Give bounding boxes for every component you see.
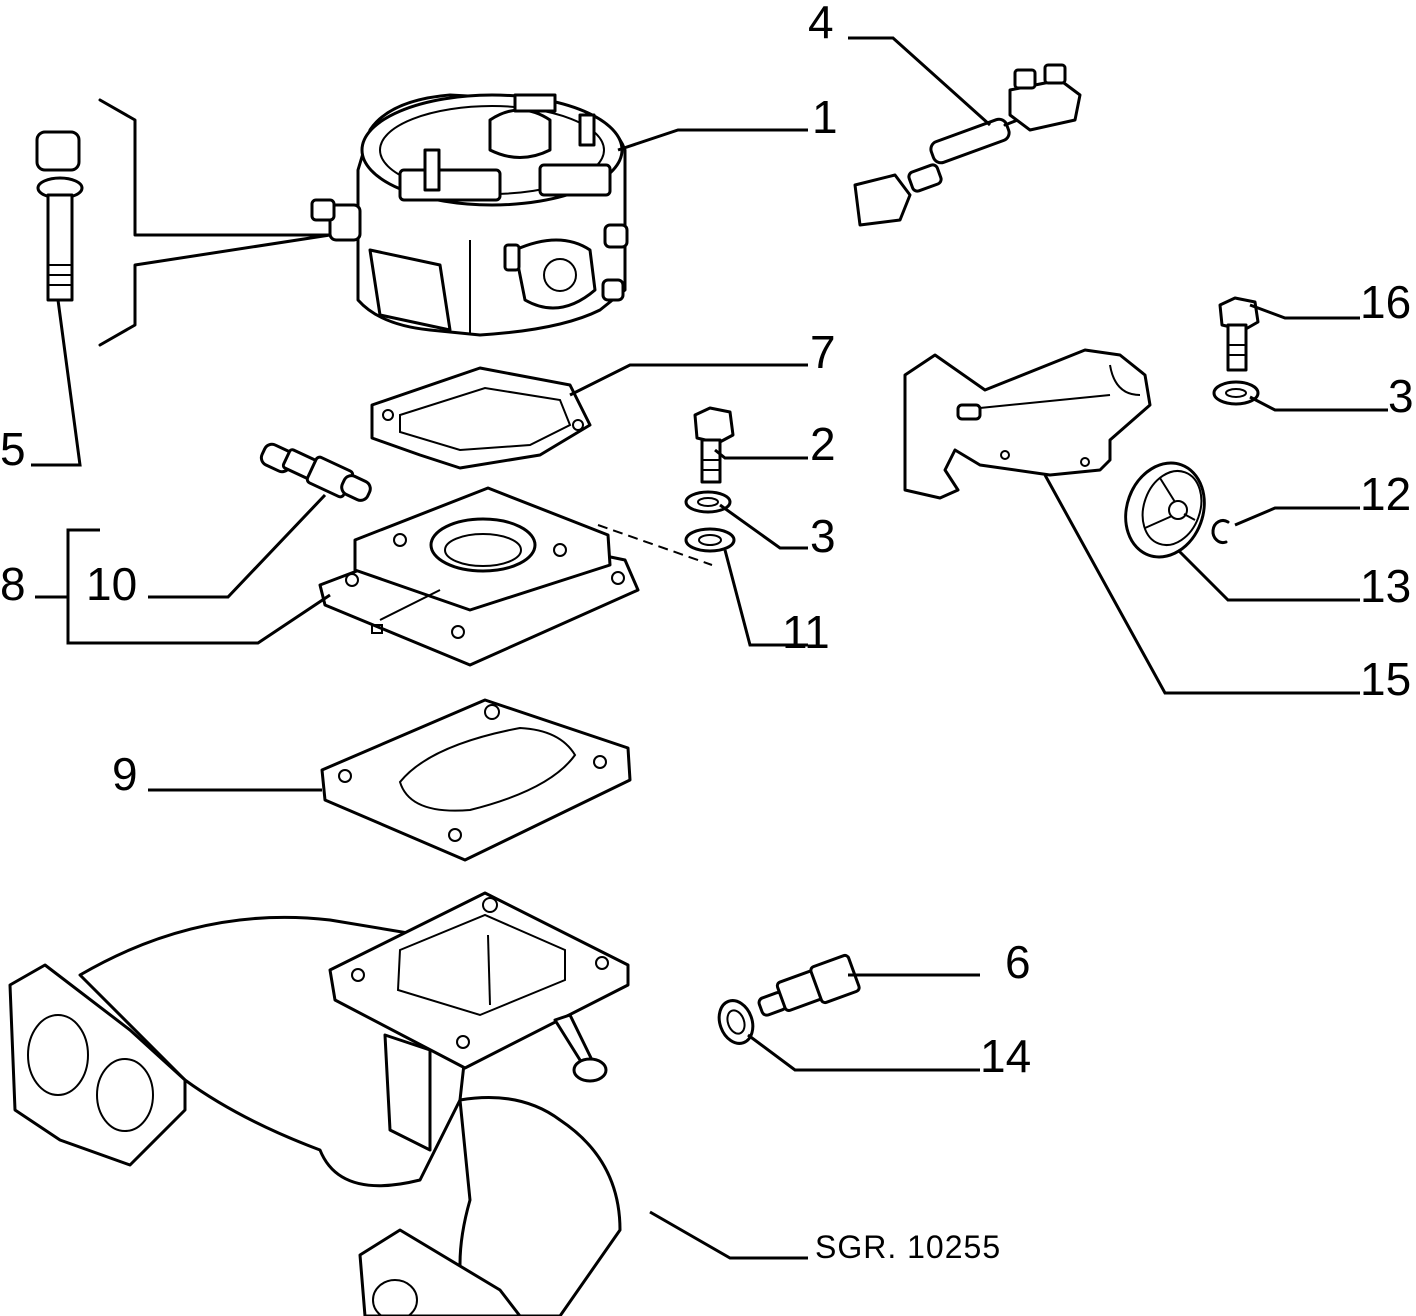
part-4-sensor-cable xyxy=(853,63,1082,227)
part-2-bolt xyxy=(693,406,735,484)
bracket-lower xyxy=(98,233,332,347)
dashed-assembly-line xyxy=(597,524,713,566)
callout-2: 2 xyxy=(810,418,836,470)
part-15-bracket xyxy=(903,348,1152,500)
part-14-washer xyxy=(717,999,755,1045)
part-7-gasket xyxy=(370,366,592,470)
callout-11: 11 xyxy=(782,606,830,658)
callout-9: 9 xyxy=(112,748,138,800)
callout-5: 5 xyxy=(0,423,26,475)
callout-3b: 3 xyxy=(1388,370,1414,422)
part-1-throttle-body xyxy=(310,93,629,337)
callout-labels: 4 1 5 7 2 3 11 8 10 9 16 3 12 13 15 6 14… xyxy=(0,0,1414,1265)
part-12-clip xyxy=(1211,519,1230,544)
part-9-flange-gasket xyxy=(320,698,632,862)
callout-15: 15 xyxy=(1360,653,1411,705)
callout-6: 6 xyxy=(1005,936,1031,988)
callout-10: 10 xyxy=(86,558,137,610)
part-3-washer-right xyxy=(1212,380,1260,406)
callout-8: 8 xyxy=(0,558,26,610)
callout-4: 4 xyxy=(808,0,834,48)
part-10-fitting xyxy=(259,442,372,502)
bracket-upper xyxy=(98,98,332,237)
callout-1: 1 xyxy=(812,91,838,143)
callout-7: 7 xyxy=(810,326,836,378)
part-8-spacer-block xyxy=(318,486,640,667)
part-6-sensor xyxy=(757,953,861,1017)
part-5-long-bolt xyxy=(35,130,84,302)
part-3-washer xyxy=(684,490,732,514)
reference-code: SGR. 10255 xyxy=(815,1229,1001,1265)
part-16-bolt xyxy=(1218,296,1260,372)
intake-manifold xyxy=(8,891,630,1316)
callout-3a: 3 xyxy=(810,510,836,562)
callout-16: 16 xyxy=(1360,276,1411,328)
leader-lines xyxy=(31,36,1388,1260)
part-13-pulley xyxy=(1124,461,1206,559)
callout-12: 12 xyxy=(1360,468,1411,520)
part-11-washer xyxy=(684,527,736,553)
callout-14: 14 xyxy=(980,1030,1031,1082)
callout-13: 13 xyxy=(1360,560,1411,612)
